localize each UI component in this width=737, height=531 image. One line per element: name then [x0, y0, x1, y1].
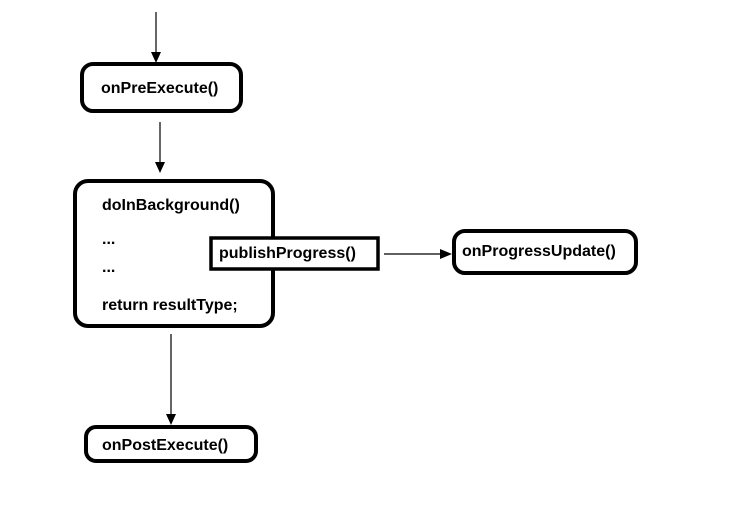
arrow-entry — [151, 12, 161, 63]
background-return-statement: return resultType; — [102, 297, 238, 314]
node-do-in-background: doInBackground() ... ... return resultTy… — [73, 179, 275, 328]
node-on-progress-update: onProgressUpdate() — [452, 229, 638, 275]
arrow-publish-to-update — [384, 249, 452, 259]
background-ellipsis-1: ... — [102, 231, 115, 248]
background-title: doInBackground() — [102, 197, 240, 214]
node-on-progress-update-label: onProgressUpdate() — [462, 243, 616, 260]
node-on-post-execute: onPostExecute() — [84, 425, 258, 463]
node-on-pre-execute: onPreExecute() — [80, 62, 243, 113]
node-publish-progress: publishProgress() — [209, 236, 380, 271]
node-on-post-execute-label: onPostExecute() — [102, 437, 228, 454]
arrow-background-to-post — [166, 334, 176, 425]
node-publish-progress-label: publishProgress() — [219, 245, 356, 262]
arrow-pre-to-background — [155, 122, 165, 173]
background-ellipsis-2: ... — [102, 259, 115, 276]
node-on-pre-execute-label: onPreExecute() — [101, 80, 218, 97]
